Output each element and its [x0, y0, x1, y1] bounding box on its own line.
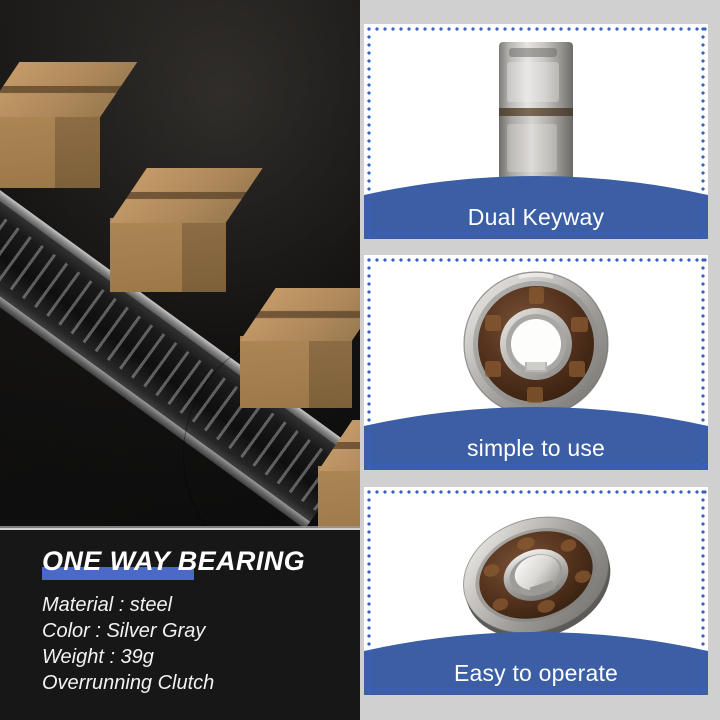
page-title-text: ONE WAY BEARING — [42, 546, 306, 576]
box-side — [181, 217, 226, 292]
spec-item-clutch: Overrunning Clutch — [42, 672, 215, 694]
box-front — [110, 217, 182, 292]
title-underline-bar — [42, 567, 194, 580]
spec-item-material: Material : steel — [42, 594, 173, 616]
card-label-simple-to-use: simple to use — [466, 435, 606, 461]
feature-card-dual-keyway[interactable]: Dual Keyway — [364, 24, 708, 239]
photo-divider-line — [0, 526, 360, 528]
card-label-dual-keyway: Dual Keyway — [467, 204, 605, 230]
box-front — [318, 466, 360, 528]
box-tape — [126, 192, 247, 199]
cardboard-box — [0, 62, 138, 188]
spec-item-weight: Weight : 39g — [42, 646, 154, 668]
box-side — [309, 336, 352, 408]
page-title: ONE WAY BEARING — [42, 546, 305, 577]
box-side — [55, 112, 100, 188]
box-top — [240, 288, 360, 341]
product-info-panel: ONE WAY BEARING Material : steel Color :… — [0, 530, 360, 720]
cardboard-box — [110, 168, 263, 292]
box-tape — [255, 311, 360, 318]
feature-card-column: Dual Keyway — [360, 0, 720, 720]
box-tape — [333, 442, 360, 449]
box-tape — [0, 86, 121, 94]
box-top — [318, 420, 360, 472]
box-front — [0, 112, 56, 188]
cardboard-box — [240, 288, 360, 408]
feature-card-easy-to-operate[interactable]: Easy to operate — [364, 487, 708, 695]
conveyor-photo — [0, 0, 360, 528]
cardboard-box — [318, 420, 360, 528]
feature-card-simple-to-use[interactable]: simple to use — [364, 255, 708, 470]
card-label-easy-to-operate: Easy to operate — [453, 660, 619, 686]
spec-item-color: Color : Silver Gray — [42, 620, 206, 642]
spec-list: Material : steel Color : Silver Gray Wei… — [42, 592, 214, 696]
box-front — [240, 336, 310, 408]
